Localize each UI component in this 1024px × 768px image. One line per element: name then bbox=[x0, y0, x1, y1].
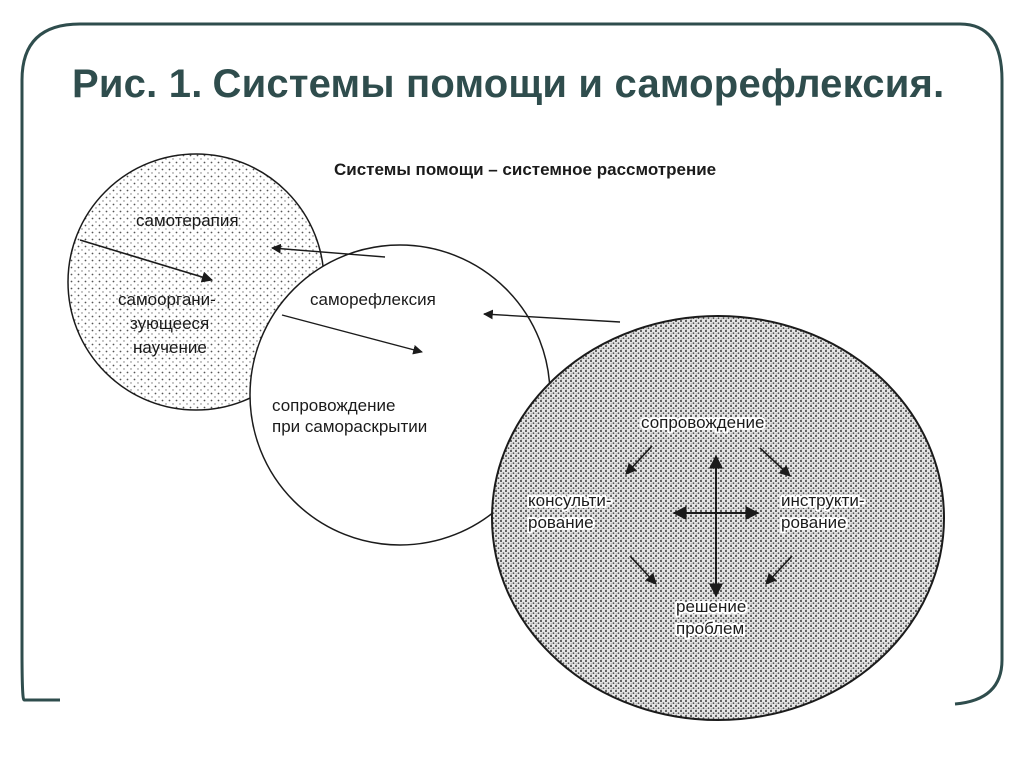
frame-left-edge bbox=[20, 22, 1004, 706]
big-label-left-1: консульти- bbox=[528, 491, 612, 510]
big-label-right-1: инструкти- bbox=[781, 491, 865, 510]
slide-title: Рис. 1.Системы помощи и саморефлексия. bbox=[72, 62, 944, 107]
middle-label-accompaniment-2: при самораскрытии bbox=[272, 417, 427, 436]
big-label-right-2: рование bbox=[781, 513, 847, 532]
arrow-self-therapy-to-organizing bbox=[79, 239, 214, 283]
big-label-bottom-2: проблем bbox=[676, 619, 744, 638]
title-prefix: Рис. 1. bbox=[72, 62, 203, 106]
big-label-bottom-1: решение bbox=[676, 597, 746, 616]
diag-arrow-bottom-right bbox=[765, 555, 793, 585]
arrow-big-to-reflection bbox=[483, 309, 621, 323]
diagram-heading: Системы помощи – системное рассмотрение bbox=[334, 160, 716, 179]
big-label-left-2: рование bbox=[528, 513, 594, 532]
big-label-top: сопровождение bbox=[641, 413, 764, 432]
left-label-line-2: зующееся bbox=[130, 314, 209, 333]
left-label-line-1: самооргани- bbox=[118, 290, 216, 309]
arrow-middle-inner bbox=[281, 314, 423, 355]
left-label-self-therapy: самотерапия bbox=[136, 211, 239, 230]
title-text: Системы помощи и саморефлексия. bbox=[212, 62, 945, 106]
diag-arrow-bottom-left bbox=[629, 555, 657, 585]
big-circle-labels: сопровождение консульти- рование инструк… bbox=[526, 411, 867, 640]
arrow-reflection-to-self-therapy bbox=[271, 243, 386, 258]
middle-label-reflection: саморефлексия bbox=[310, 290, 436, 309]
diag-arrow-top-left bbox=[625, 445, 653, 475]
middle-label-accompaniment-1: сопровождение bbox=[272, 396, 395, 415]
left-label-line-3: научение bbox=[133, 338, 207, 357]
diag-arrow-top-right bbox=[759, 447, 791, 477]
